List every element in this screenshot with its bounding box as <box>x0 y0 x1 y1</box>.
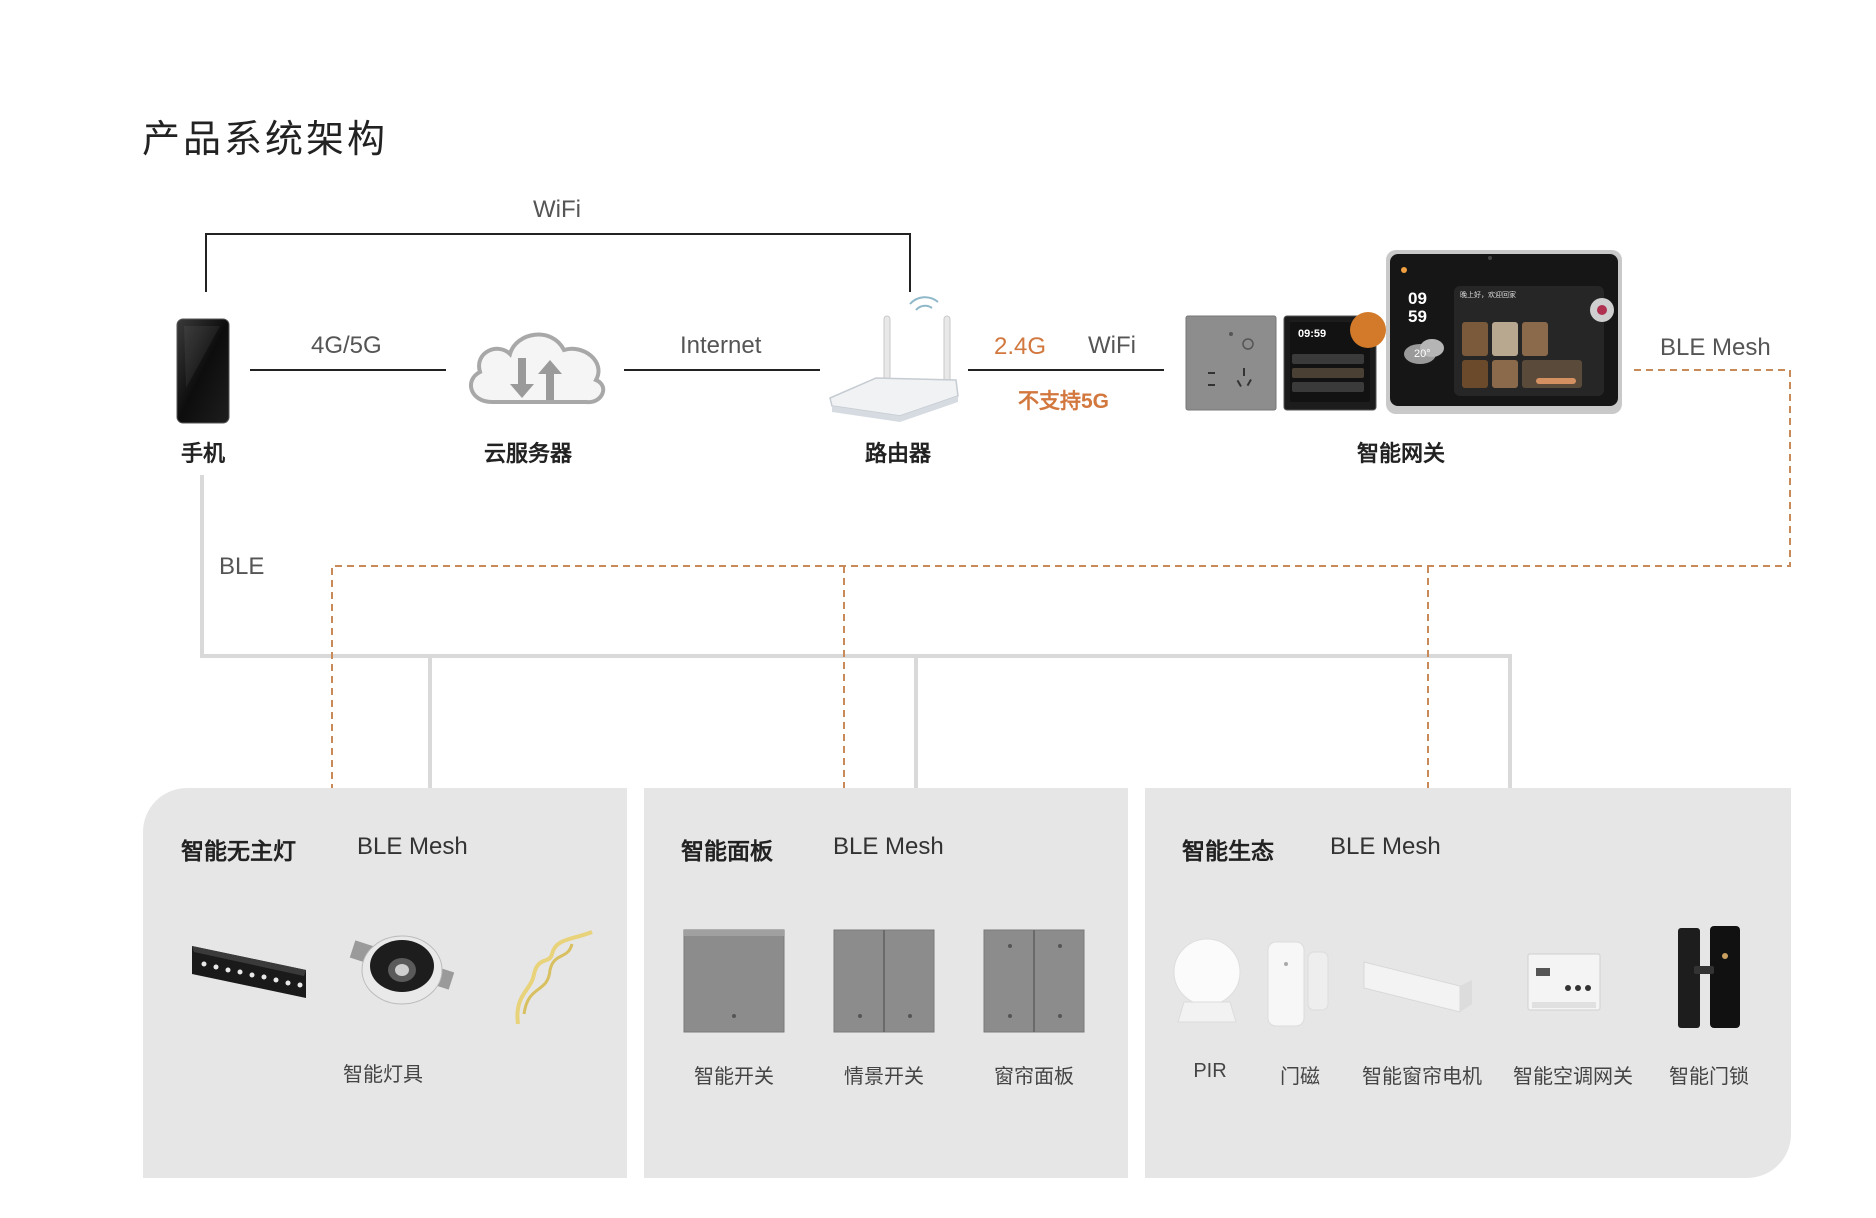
gateway-touch-panel <box>1283 312 1386 411</box>
scene-switch-label: 情景开关 <box>844 1066 924 1088</box>
cloud-server-label: 云服务器 <box>483 441 572 466</box>
spotlight-icon <box>349 935 455 1005</box>
track-light-icon <box>192 946 306 998</box>
smart-light-label: 智能灯具 <box>343 1064 423 1086</box>
door-sensor-label: 门磁 <box>1280 1066 1320 1088</box>
curtain-motor-icon <box>1363 961 1472 1013</box>
smart-switch-icon <box>683 929 785 1033</box>
scene-switch-icon <box>833 929 935 1033</box>
pir-sensor-icon <box>1173 938 1241 1023</box>
router-label: 路由器 <box>864 441 931 466</box>
ble-tree <box>200 475 1512 788</box>
ac-gateway-label: 智能空调网关 <box>1513 1066 1633 1088</box>
no-5g-note: 不支持5G <box>1018 390 1110 413</box>
switch-panel-title: 智能面板 <box>681 838 773 864</box>
mobile-network-label: 4G/5G <box>311 332 382 359</box>
frequency-label: 2.4G <box>994 333 1047 360</box>
switch-panel-protocol: BLE Mesh <box>833 833 944 860</box>
phone-label: 手机 <box>180 441 225 466</box>
wifi-top-label: WiFi <box>533 196 581 223</box>
page-title: 产品系统架构 <box>142 119 389 161</box>
curtain-panel-label: 窗帘面板 <box>994 1066 1074 1088</box>
wifi-gateway-label: WiFi <box>1088 332 1136 359</box>
gateway-minute: 59 <box>1408 307 1427 326</box>
smart-switch-label: 智能开关 <box>694 1066 774 1088</box>
ac-gateway-icon <box>1527 953 1601 1011</box>
gateway-hour: 09 <box>1408 289 1427 308</box>
gateway-socket-panel <box>1185 315 1277 411</box>
lighting-panel-protocol: BLE Mesh <box>357 833 468 860</box>
ecosystem-panel-title: 智能生态 <box>1182 838 1274 864</box>
ble-label: BLE <box>219 553 265 580</box>
curtain-motor-label: 智能窗帘电机 <box>1362 1066 1482 1088</box>
curtain-panel-icon <box>983 929 1085 1033</box>
gateway-greeting: 晚上好，欢迎回家 <box>1460 292 1516 299</box>
ble-mesh-label: BLE Mesh <box>1660 334 1771 361</box>
phone-icon <box>176 318 230 424</box>
internet-label: Internet <box>680 332 762 359</box>
gateway-label: 智能网关 <box>1356 441 1445 466</box>
gateway-temperature: 20° <box>1414 348 1431 360</box>
pir-label: PIR <box>1193 1060 1227 1082</box>
smart-lock-label: 智能门锁 <box>1669 1066 1749 1088</box>
wifi-link-line <box>205 233 911 292</box>
ecosystem-panel-protocol: BLE Mesh <box>1330 833 1441 860</box>
door-sensor-icon <box>1267 941 1329 1027</box>
router-icon <box>829 296 959 422</box>
cloud-server-icon <box>468 332 606 405</box>
gateway-small-time: 09:59 <box>1298 328 1327 340</box>
gateway-tablet <box>1386 250 1622 414</box>
smart-lock-icon <box>1678 926 1740 1028</box>
lighting-panel-title: 智能无主灯 <box>181 838 296 864</box>
light-strip-icon <box>515 930 593 1025</box>
ble-mesh-tree <box>331 369 1791 788</box>
